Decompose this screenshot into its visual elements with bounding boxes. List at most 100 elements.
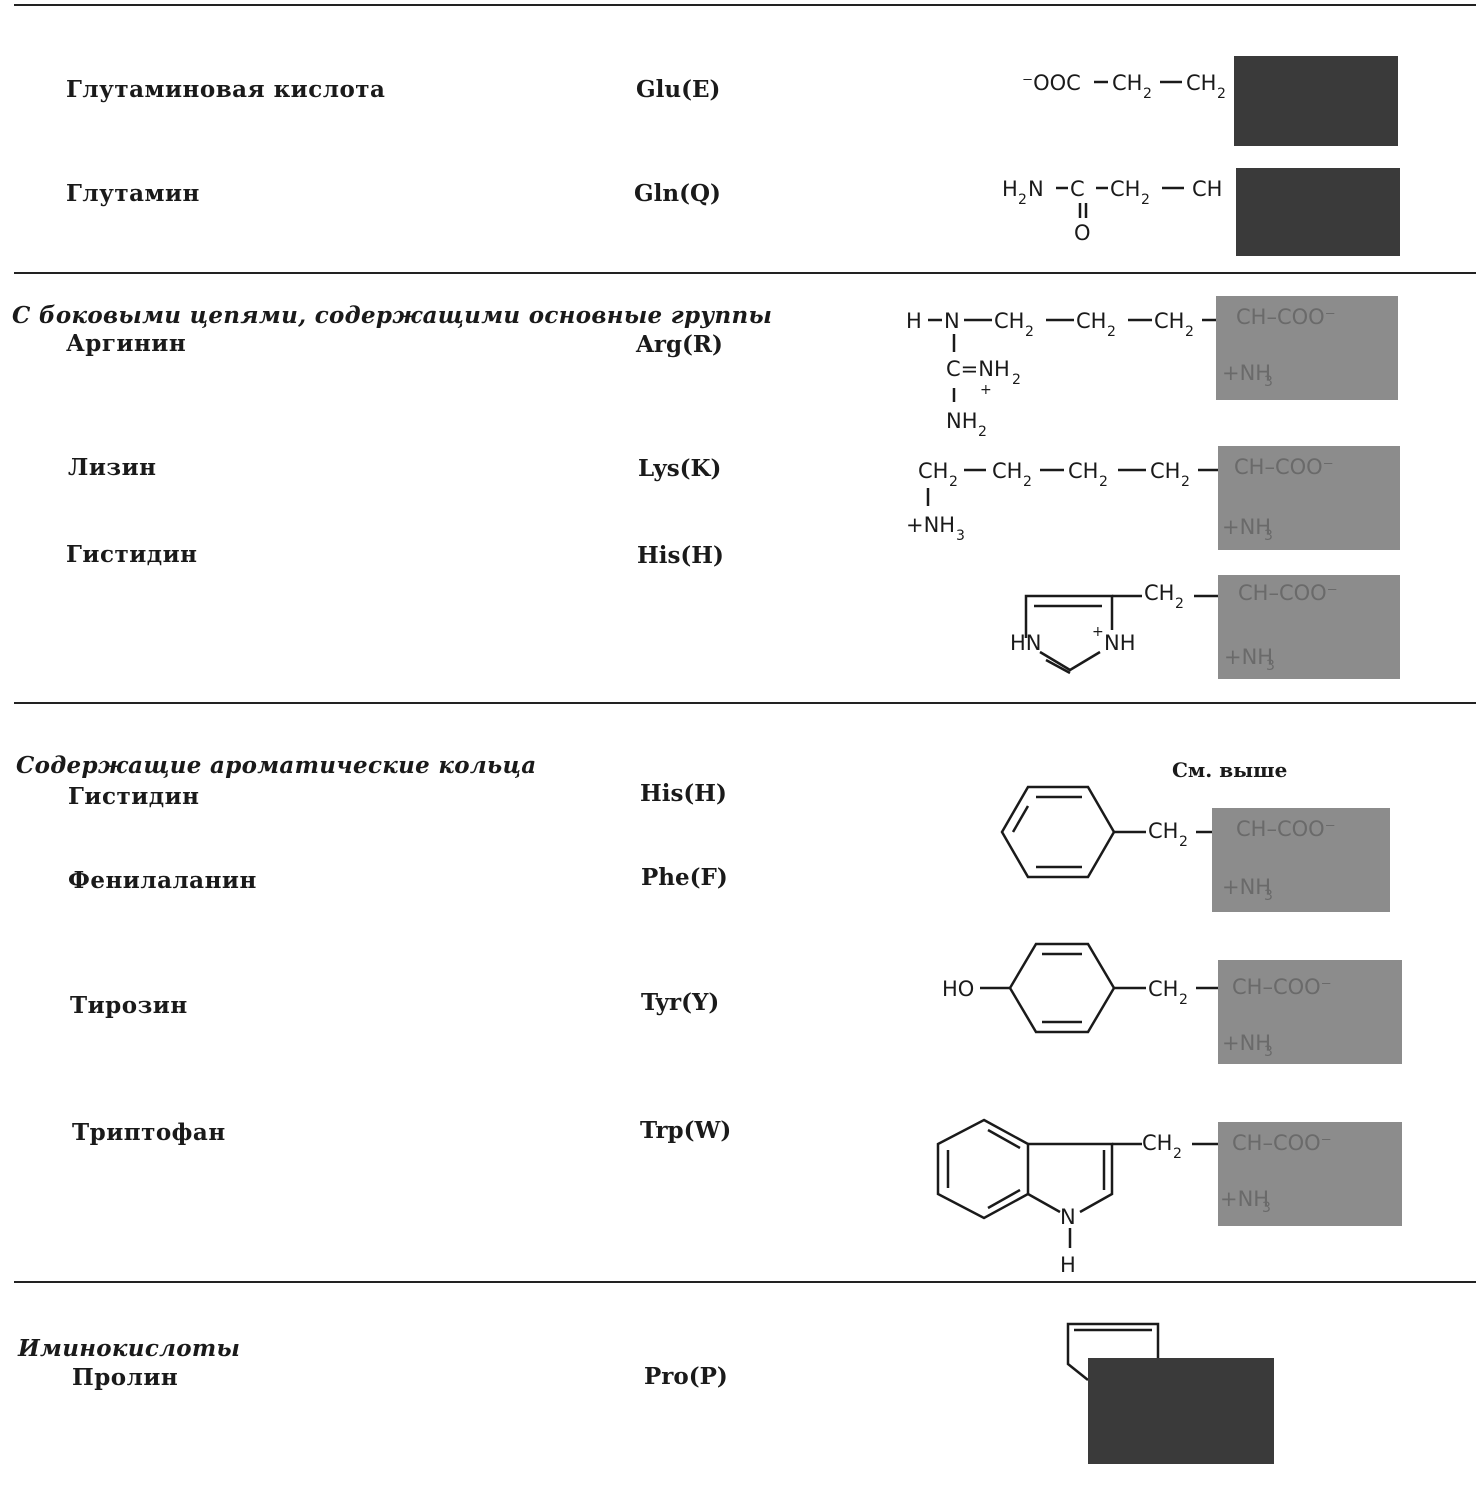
svg-text:H: H bbox=[1060, 1253, 1076, 1277]
glu-backbone-box bbox=[1234, 56, 1398, 146]
svg-text:2: 2 bbox=[1143, 86, 1152, 102]
svg-text:CH–COO⁻: CH–COO⁻ bbox=[1236, 817, 1336, 841]
svg-text:+NH: +NH bbox=[1222, 515, 1271, 539]
svg-text:2: 2 bbox=[978, 424, 987, 440]
svg-text:2: 2 bbox=[1107, 324, 1116, 340]
svg-text:3: 3 bbox=[1264, 888, 1273, 904]
svg-text:+: + bbox=[980, 382, 992, 398]
svg-text:2: 2 bbox=[1099, 474, 1108, 490]
svg-text:+NH: +NH bbox=[1222, 875, 1271, 899]
svg-text:CH–COO⁻: CH–COO⁻ bbox=[1236, 305, 1336, 329]
tyr-backbone-box bbox=[1218, 960, 1402, 1064]
pro-backbone-box bbox=[1088, 1358, 1274, 1464]
svg-text:HO: HO bbox=[942, 977, 974, 1001]
svg-text:CH–COO⁻: CH–COO⁻ bbox=[1238, 581, 1338, 605]
name-histidine-aromatic: Гистидин bbox=[68, 783, 200, 810]
code-lys: Lys(K) bbox=[638, 455, 722, 482]
svg-text:+NH: +NH bbox=[1224, 645, 1273, 669]
svg-text:HN: HN bbox=[1010, 631, 1042, 655]
svg-text:3: 3 bbox=[1262, 1200, 1271, 1216]
svg-text:3: 3 bbox=[1264, 1044, 1273, 1060]
svg-text:C: C bbox=[1070, 177, 1085, 201]
svg-text:⁻OOC: ⁻OOC bbox=[1022, 71, 1081, 95]
svg-text:N: N bbox=[1060, 1205, 1076, 1229]
code-glu: Glu(E) bbox=[636, 76, 721, 103]
svg-text:2: 2 bbox=[1175, 596, 1184, 612]
svg-text:CH: CH bbox=[1068, 459, 1098, 483]
svg-text:CH: CH bbox=[1148, 977, 1178, 1001]
svg-text:CH–COO⁻: CH–COO⁻ bbox=[1232, 1131, 1332, 1155]
name-lysine: Лизин bbox=[68, 454, 157, 481]
code-gln: Gln(Q) bbox=[634, 180, 721, 207]
svg-text:CH: CH bbox=[918, 459, 948, 483]
svg-text:O: O bbox=[1074, 221, 1091, 245]
svg-text:3: 3 bbox=[1264, 528, 1273, 544]
svg-text:2: 2 bbox=[1217, 86, 1226, 102]
svg-text:2: 2 bbox=[1012, 372, 1021, 388]
svg-text:CH: CH bbox=[1192, 177, 1222, 201]
svg-text:3: 3 bbox=[1266, 658, 1275, 674]
svg-text:CH: CH bbox=[1076, 309, 1106, 333]
svg-text:2: 2 bbox=[1185, 324, 1194, 340]
svg-text:CH: CH bbox=[1142, 1131, 1172, 1155]
code-his-aromatic: His(H) bbox=[640, 780, 727, 807]
svg-text:2: 2 bbox=[1173, 1146, 1182, 1162]
svg-text:CH–COO⁻: CH–COO⁻ bbox=[1234, 455, 1334, 479]
name-arginine: Аргинин bbox=[66, 330, 187, 357]
svg-text:+NH: +NH bbox=[1222, 361, 1271, 385]
svg-text:2: 2 bbox=[1141, 192, 1150, 208]
svg-text:CH: CH bbox=[1148, 819, 1178, 843]
code-tyr: Tyr(Y) bbox=[641, 989, 720, 1016]
svg-text:2: 2 bbox=[1023, 474, 1032, 490]
code-phe: Phe(F) bbox=[641, 864, 728, 891]
section-aromatic-heading: Содержащие ароматические кольца bbox=[16, 752, 537, 779]
his-backbone-box bbox=[1218, 575, 1400, 679]
svg-text:CH: CH bbox=[1144, 581, 1174, 605]
svg-text:H: H bbox=[1002, 177, 1018, 201]
name-tyrosine: Тирозин bbox=[70, 992, 188, 1019]
svg-text:CH: CH bbox=[1112, 71, 1142, 95]
name-phenylalanine: Фенилаланин bbox=[68, 867, 257, 894]
svg-text:2: 2 bbox=[1179, 834, 1188, 850]
name-histidine: Гистидин bbox=[66, 541, 198, 568]
see-above-note: См. выше bbox=[1172, 758, 1288, 782]
svg-text:2: 2 bbox=[949, 474, 958, 490]
phe-backbone-box bbox=[1212, 808, 1390, 912]
svg-text:NH: NH bbox=[1104, 631, 1136, 655]
section-imino-heading: Иминокислоты bbox=[18, 1335, 241, 1362]
code-pro: Pro(P) bbox=[644, 1363, 728, 1390]
name-proline: Пролин bbox=[72, 1364, 179, 1391]
svg-text:CH: CH bbox=[1186, 71, 1216, 95]
svg-text:C=NH: C=NH bbox=[946, 357, 1010, 381]
divider-3 bbox=[14, 1281, 1476, 1283]
svg-text:N: N bbox=[944, 309, 960, 333]
svg-text:2: 2 bbox=[1179, 992, 1188, 1008]
svg-text:+NH: +NH bbox=[1222, 1031, 1271, 1055]
divider-2 bbox=[14, 702, 1476, 704]
trp-backbone-box bbox=[1218, 1122, 1402, 1226]
name-glutamine: Глутамин bbox=[66, 180, 200, 207]
svg-text:NH: NH bbox=[946, 409, 978, 433]
svg-text:CH: CH bbox=[1150, 459, 1180, 483]
svg-text:CH: CH bbox=[1110, 177, 1140, 201]
gln-backbone-box bbox=[1236, 168, 1400, 256]
svg-text:CH–COO⁻: CH–COO⁻ bbox=[1232, 975, 1332, 999]
lys-backbone-box bbox=[1218, 446, 1400, 550]
section-basic-heading: С боковыми цепями, содержащими основные … bbox=[12, 302, 773, 329]
svg-text:CH: CH bbox=[992, 459, 1022, 483]
svg-text:+: + bbox=[1092, 624, 1104, 640]
divider-1 bbox=[14, 272, 1476, 274]
code-trp: Trp(W) bbox=[640, 1117, 732, 1144]
name-tryptophan: Триптофан bbox=[72, 1119, 226, 1146]
name-glutamic-acid: Глутаминовая кислота bbox=[66, 76, 386, 103]
divider-top bbox=[14, 4, 1476, 6]
svg-text:3: 3 bbox=[956, 528, 965, 544]
svg-text:H: H bbox=[906, 309, 922, 333]
code-arg: Arg(R) bbox=[636, 331, 723, 358]
svg-text:2: 2 bbox=[1025, 324, 1034, 340]
svg-text:2: 2 bbox=[1018, 192, 1027, 208]
arg-backbone-box bbox=[1216, 296, 1398, 400]
svg-text:N: N bbox=[1028, 177, 1044, 201]
svg-text:2: 2 bbox=[1181, 474, 1190, 490]
